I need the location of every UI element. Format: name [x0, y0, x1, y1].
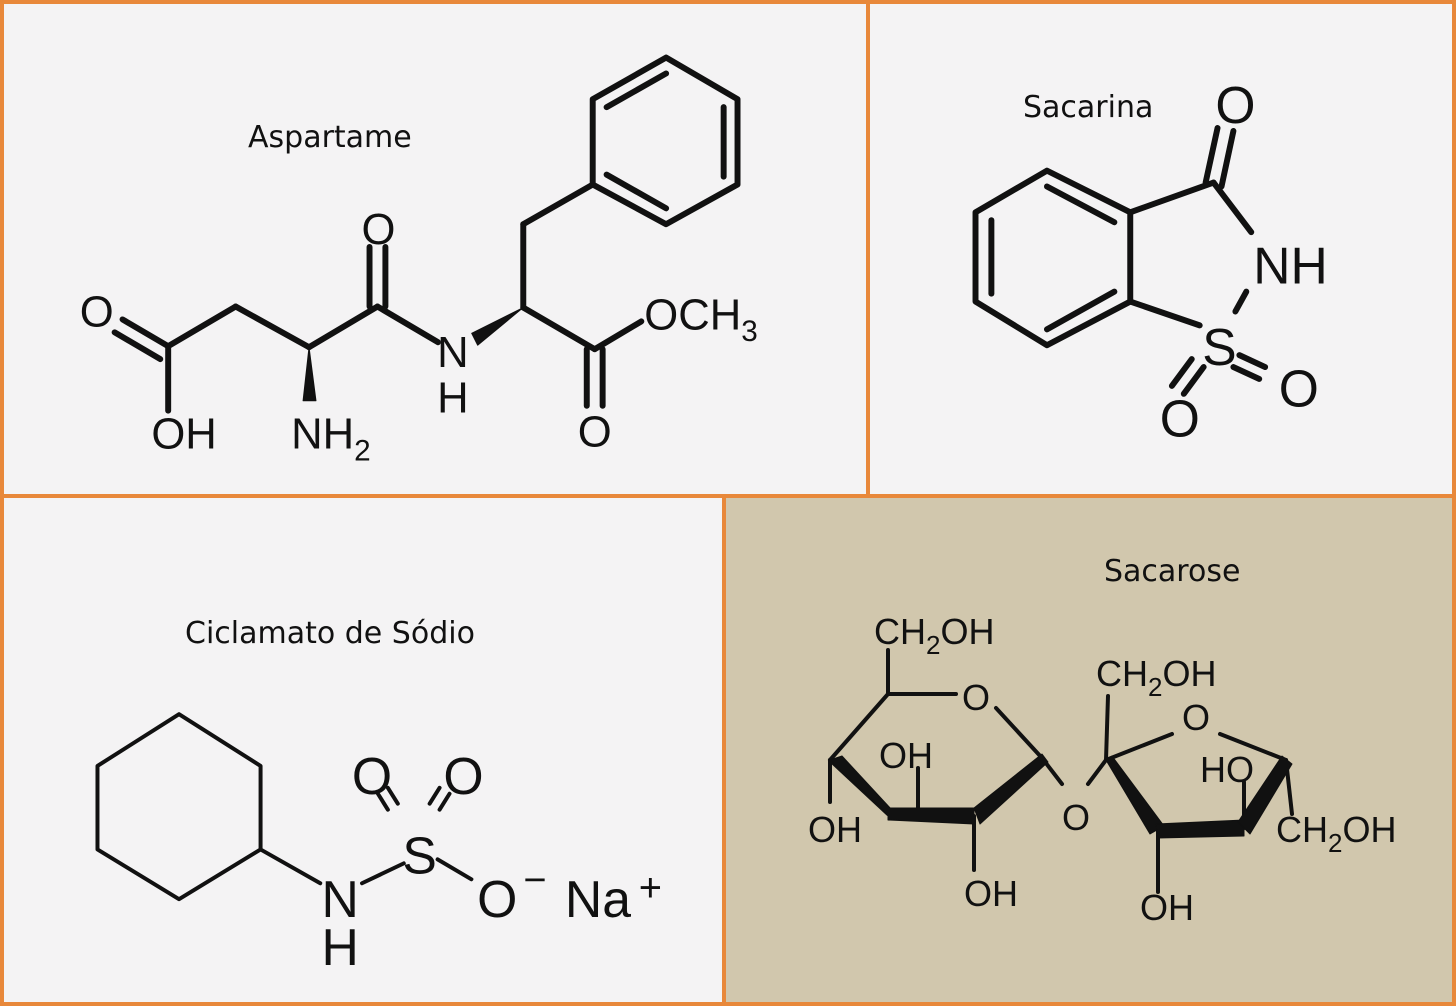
sucrose-o-bridge: O	[1062, 797, 1090, 838]
saccharin-atom-o-left: O	[1160, 389, 1200, 447]
sucrose-bold-fructose-3	[1237, 755, 1293, 835]
panel-sucrose: Sacarose	[726, 498, 1452, 1002]
sucrose-ch2oh-left: CH2OH	[874, 611, 994, 660]
sucrose-oh-left: OH	[808, 809, 862, 850]
cyclamate-charge-plus: +	[639, 866, 662, 910]
aspartame-atom-o-left: O	[80, 287, 114, 336]
sucrose-ring-o-right: O	[1182, 697, 1210, 738]
aspartame-structure: O O OH NH2 N H OCH3 O	[80, 54, 758, 467]
aspartame-atom-n: N	[437, 328, 469, 377]
sucrose-structure: CH2OH O OH OH OH O CH2OH O HO CH2OH OH	[808, 611, 1396, 928]
cyclamate-atom-o2: O	[443, 747, 483, 805]
aspartame-atom-nh2: NH2	[291, 409, 371, 467]
sucrose-oh-inner: OH	[879, 735, 933, 776]
sucrose-ring-o-left: O	[962, 677, 990, 718]
aspartame-atom-och3: OCH3	[644, 290, 758, 348]
saccharin-atom-o-top: O	[1215, 76, 1255, 134]
sucrose-bold-fructose-1	[1105, 755, 1165, 835]
cyclamate-atom-o1: O	[352, 747, 392, 805]
cyclamate-bonds	[95, 712, 474, 902]
aspartame-wedge-nh2	[302, 346, 317, 402]
panel-aspartame: Aspartame	[4, 4, 870, 498]
cyclamate-atom-s: S	[402, 826, 437, 884]
cyclamate-structure: O O S N H O − Na +	[95, 712, 662, 976]
panel-cyclamate: Ciclamato de Sódio O O S N H O − Na +	[4, 498, 726, 1002]
aspartame-atom-h: H	[437, 374, 469, 423]
sucrose-ch2oh-top: CH2OH	[1096, 653, 1216, 702]
aspartame-wedge-n	[471, 307, 524, 346]
aspartame-atom-o-top: O	[361, 205, 395, 254]
aspartame-bonds	[111, 54, 741, 414]
cyclamate-atom-o-minus: O	[477, 870, 517, 928]
saccharin-structure: O NH S O O	[972, 76, 1328, 447]
sucrose-bold-fructose-2	[1155, 819, 1245, 839]
sucrose-oh-bottom-left: OH	[964, 873, 1018, 914]
aspartame-atom-oh: OH	[151, 409, 216, 458]
saccharin-atom-nh: NH	[1253, 237, 1327, 295]
cyclamate-atom-na: Na	[565, 870, 631, 928]
title-aspartame: Aspartame	[248, 120, 412, 155]
sucrose-bold-glucose-3	[973, 753, 1049, 825]
cyclamate-atom-h: H	[321, 918, 358, 976]
title-cyclamate: Ciclamato de Sódio	[185, 616, 475, 651]
sucrose-oh-bottom-right: OH	[1140, 887, 1194, 928]
panel-saccharin: Sacarina O NH S O O	[870, 4, 1452, 498]
cyclamate-atom-n: N	[321, 870, 358, 928]
sucrose-ho-right: HO	[1200, 749, 1254, 790]
sucrose-ch2oh-right: CH2OH	[1276, 809, 1396, 858]
sucrose-bold-glucose-2	[887, 807, 975, 825]
title-sucrose: Sacarose	[1104, 554, 1241, 589]
aspartame-atom-o-bottom: O	[578, 407, 612, 456]
title-saccharin: Sacarina	[1023, 90, 1154, 125]
cyclamate-charge-minus: −	[523, 858, 546, 902]
saccharin-atom-s: S	[1202, 318, 1236, 376]
saccharin-atom-o-right: O	[1279, 360, 1319, 418]
saccharin-bonds	[972, 125, 1269, 397]
